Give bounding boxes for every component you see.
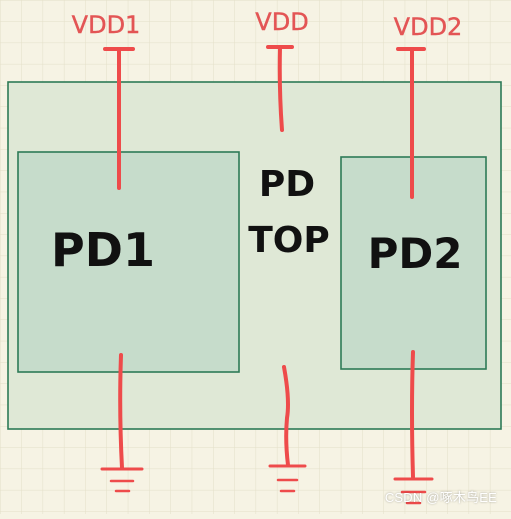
pd1-ground-symbol: [100, 353, 144, 493]
vdd-supply-line: [266, 45, 294, 132]
watermark: CSDN @啄木鸟EE: [384, 490, 497, 505]
top-ground-symbol: [268, 365, 307, 493]
pd-top-label-line2: TOP: [248, 220, 330, 261]
pd2-label: PD2: [368, 229, 463, 278]
pd1-domain-box: [17, 151, 240, 373]
pd-top-label-line1: PD: [259, 164, 315, 205]
vdd2-supply-line: [396, 47, 426, 199]
vdd-label: VDD: [255, 8, 308, 36]
vdd2-label: VDD2: [394, 13, 463, 41]
vdd1-label: VDD1: [72, 11, 141, 39]
pd2-ground-symbol: [393, 350, 434, 505]
vdd1-supply-line: [103, 47, 135, 190]
pd1-label: PD1: [51, 223, 155, 277]
